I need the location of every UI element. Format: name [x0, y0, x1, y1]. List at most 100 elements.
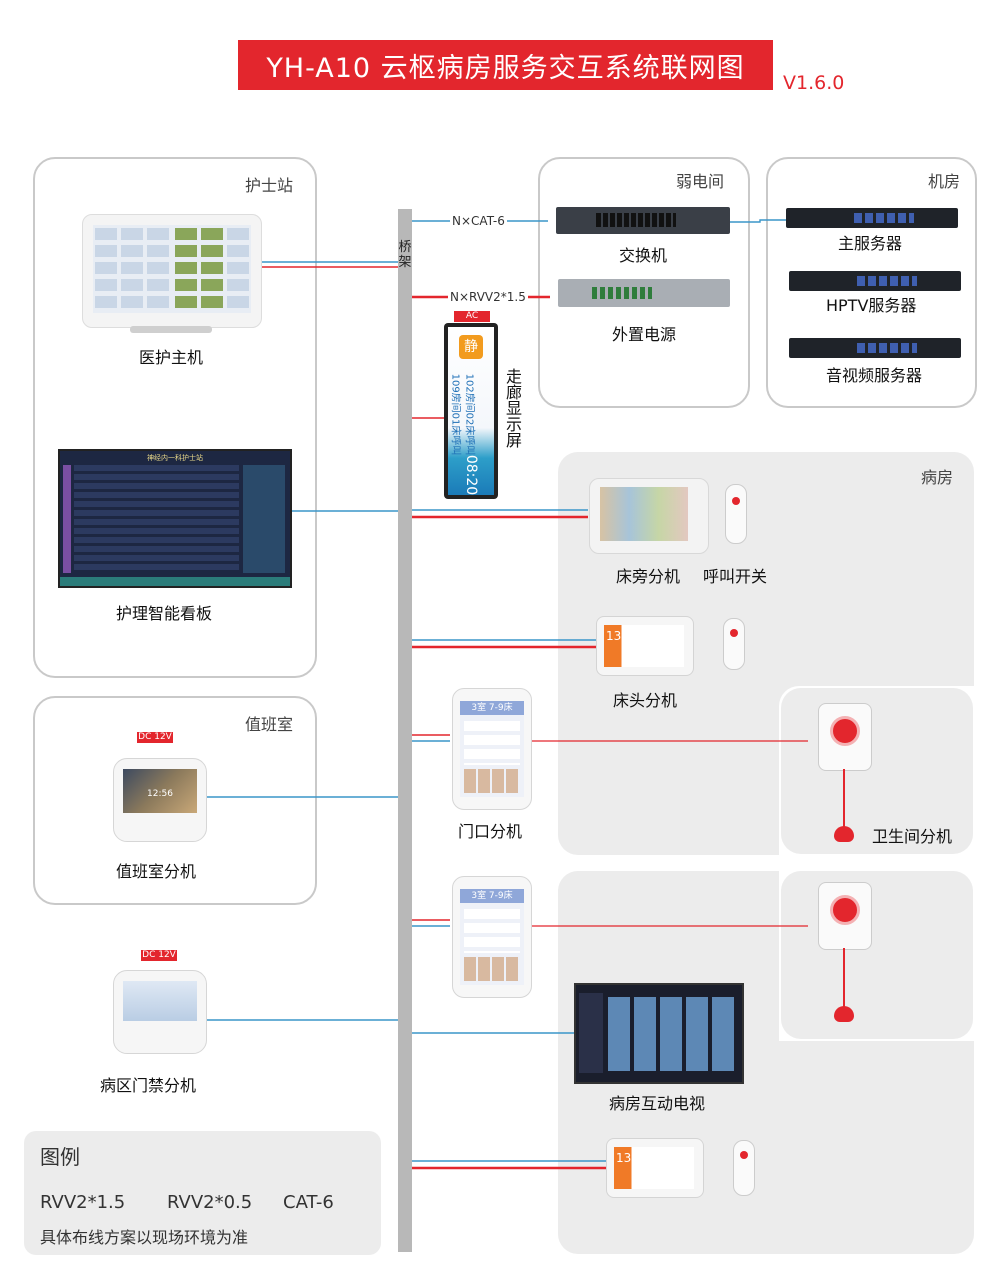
hptv-server-bays	[857, 276, 917, 286]
switch-device	[556, 207, 730, 234]
corridor-screen-display: 静 102房间02床呼叫 109房间01床呼叫 08:20	[448, 327, 494, 495]
av-server-device	[789, 338, 961, 358]
bedhead-bed-number: 13	[606, 629, 622, 643]
zone-nurse-station-label: 护士站	[245, 176, 294, 195]
nurse-host-grid	[95, 228, 249, 308]
access-device	[113, 970, 207, 1054]
legend-title: 图例	[40, 1145, 80, 1169]
zone-toilet-2	[781, 871, 973, 1039]
switch-ports	[596, 213, 676, 227]
duty-screen: 12:56	[123, 769, 197, 813]
toilet-cord	[843, 769, 845, 827]
access-power-tag: DC 12V	[141, 950, 177, 961]
door-device: 3室 7-9床	[452, 688, 532, 810]
nurse-host-label: 医护主机	[139, 348, 204, 367]
tv-posters	[608, 997, 736, 1071]
av-server-label: 音视频服务器	[826, 366, 923, 385]
bedhead-device-2: 13	[606, 1138, 704, 1198]
bedside-label: 床旁分机	[616, 567, 681, 586]
nursing-board-label: 护理智能看板	[116, 604, 213, 623]
duty-power-tag: DC 12V	[137, 732, 173, 743]
zone-weak-room	[538, 157, 750, 408]
legend-box	[24, 1131, 381, 1255]
bedhead-label: 床头分机	[613, 691, 678, 710]
call-switch-button	[732, 497, 740, 505]
hptv-server-device	[789, 271, 961, 291]
hptv-server-label: HPTV服务器	[826, 296, 917, 315]
call-switch-device	[725, 484, 747, 544]
door-room: 3室 7-9床	[460, 701, 524, 715]
power-device	[558, 279, 730, 307]
bedhead-call-switch	[723, 618, 745, 670]
toilet-button	[830, 716, 860, 746]
nurse-host-stand	[130, 326, 212, 333]
door-list-2	[464, 909, 520, 953]
toilet-cord-2	[843, 948, 845, 1008]
zone-duty-room-label: 值班室	[245, 715, 294, 734]
duty-device: 12:56	[113, 758, 207, 842]
tv-label: 病房互动电视	[609, 1094, 706, 1113]
zone-machine-room	[766, 157, 977, 408]
bedhead-bed-number-2: 13	[616, 1151, 632, 1165]
nursing-board-panel	[243, 465, 285, 573]
door-room-2: 3室 7-9床	[460, 889, 524, 903]
main-server-label: 主服务器	[838, 234, 903, 253]
access-screen	[123, 981, 197, 1021]
tv-device	[574, 983, 744, 1084]
line-main-server	[730, 219, 786, 223]
cable-label-cat6: N×CAT-6	[450, 214, 507, 228]
door-list	[464, 721, 520, 765]
tv-menu	[579, 993, 603, 1073]
zone-weak-room-label: 弱电间	[676, 172, 725, 191]
door-screen-2: 3室 7-9床	[460, 889, 524, 985]
duty-clock: 12:56	[147, 789, 173, 799]
legend-note: 具体布线方案以现场环境为准	[40, 1228, 249, 1247]
nurse-host-device	[82, 214, 262, 328]
door-label: 门口分机	[458, 822, 523, 841]
nursing-board-title: 神经内一科护士站	[147, 454, 203, 462]
corridor-time: 08:20	[463, 454, 479, 496]
corridor-screen-label: 走廊显示屏	[503, 368, 522, 448]
zone-ward-label: 病房	[921, 468, 954, 487]
bedhead-screen: 13	[604, 625, 684, 667]
diagram-title: YH-A10 云枢病房服务交互系统联网图	[238, 40, 773, 90]
toilet-label: 卫生间分机	[872, 827, 953, 846]
access-label: 病区门禁分机	[100, 1076, 197, 1095]
switch-label: 交换机	[619, 246, 668, 265]
bedhead-call-button	[730, 629, 738, 637]
nurse-host-screen	[93, 225, 251, 313]
power-terminals	[592, 287, 652, 299]
cable-label-rvv: N×RVV2*1.5	[448, 290, 528, 304]
duty-label: 值班室分机	[116, 862, 197, 881]
cable-bridge	[398, 209, 412, 1252]
nursing-board-footer	[60, 577, 290, 586]
main-server-device	[786, 208, 958, 228]
corridor-power-tag: AC 220V	[454, 311, 490, 332]
power-label: 外置电源	[612, 325, 677, 344]
door-photos	[464, 769, 520, 793]
zone-toilet	[781, 688, 973, 854]
nursing-board-side	[63, 465, 71, 573]
bedside-screen	[600, 487, 688, 541]
door-device-2: 3室 7-9床	[452, 876, 532, 998]
toilet-button-2	[830, 895, 860, 925]
toilet-device	[818, 703, 872, 771]
version-label: V1.6.0	[783, 72, 845, 94]
legend-item-cat6: CAT-6	[283, 1192, 334, 1213]
door-photos-2	[464, 957, 520, 981]
legend-item-rvv15: RVV2*1.5	[40, 1192, 126, 1213]
corridor-badge: 静	[459, 335, 483, 359]
door-screen: 3室 7-9床	[460, 701, 524, 797]
cable-bridge-label: 桥架	[398, 240, 412, 270]
zone-nurse-station	[33, 157, 317, 678]
bedhead-call-button-2	[740, 1151, 748, 1159]
zone-duty-room	[33, 696, 317, 905]
bedside-device	[589, 478, 709, 554]
nursing-board-rows	[74, 465, 239, 573]
zone-machine-room-label: 机房	[928, 172, 961, 191]
toilet-pull-handle	[834, 826, 854, 842]
legend-item-rvv05: RVV2*0.5	[167, 1192, 253, 1213]
nursing-board-device: 神经内一科护士站	[58, 449, 292, 588]
